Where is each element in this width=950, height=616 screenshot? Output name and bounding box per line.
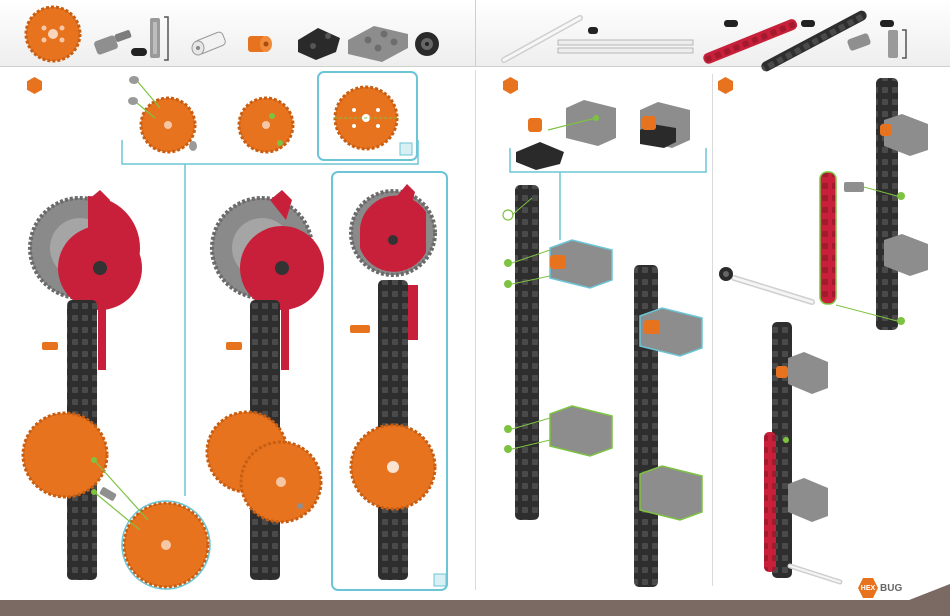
step-callout-middle xyxy=(510,100,706,240)
black-pulley-icon xyxy=(415,32,439,56)
gray-axle-connector-icon xyxy=(93,30,147,56)
brand-hex-badge: HEX xyxy=(858,578,878,598)
black-corner-bracket-icon xyxy=(298,28,340,60)
gray-axle-pin-icon xyxy=(150,17,168,60)
callout-gear-1 xyxy=(128,76,197,152)
brand-bug-text: BUG xyxy=(880,583,902,594)
assembly-right-top xyxy=(719,78,928,330)
white-axle-icon xyxy=(192,31,227,55)
gray-connector-icon xyxy=(847,20,906,58)
brand-hex-text: HEX xyxy=(861,585,875,592)
orange-bushing-icon xyxy=(248,36,272,52)
callout-gear-2 xyxy=(239,98,293,152)
assembly-2 xyxy=(207,190,324,580)
callout-gear-3 xyxy=(334,87,398,149)
assembly-middle-beam-1 xyxy=(503,185,612,520)
orange-gear-large-icon xyxy=(26,7,80,61)
result-callout-left xyxy=(332,172,447,590)
brand-logo: HEX BUG xyxy=(858,578,902,598)
gray-plate-icon xyxy=(348,26,408,62)
assembly-right-bottom xyxy=(764,322,840,582)
white-long-rod-icon xyxy=(504,18,693,60)
footer-bar xyxy=(0,600,950,616)
assembly-middle-beam-2 xyxy=(634,265,702,587)
assembly-1 xyxy=(23,190,210,589)
